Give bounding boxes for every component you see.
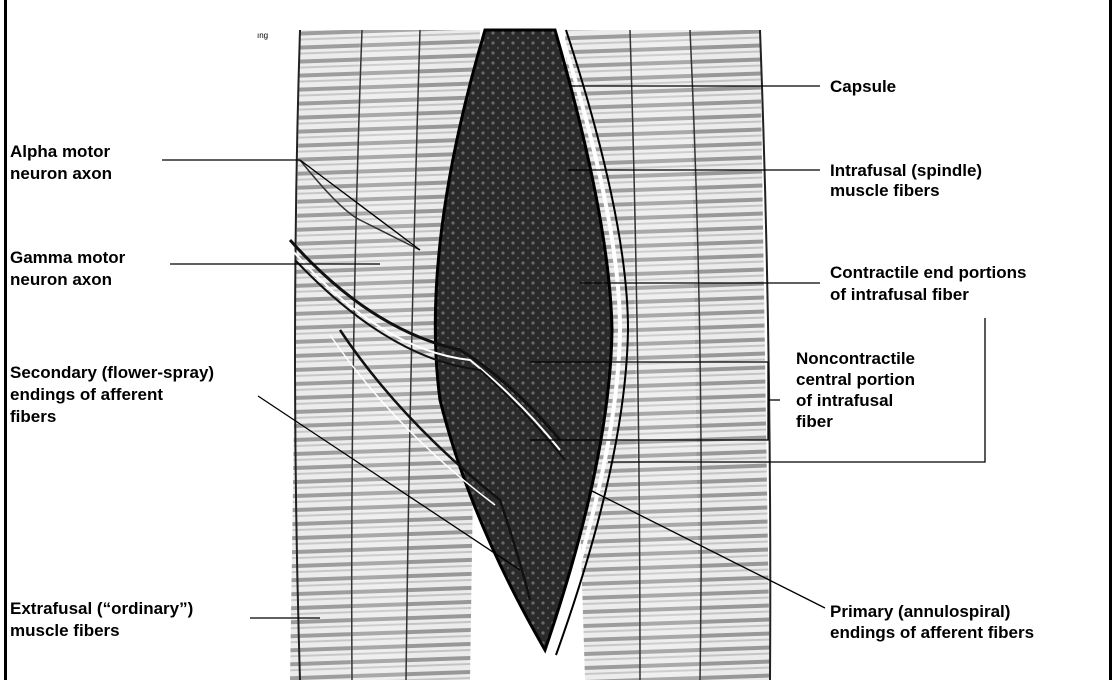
label-alpha-1: Alpha motor — [10, 141, 110, 162]
label-noncontractile-2: central portion — [796, 369, 915, 390]
label-intrafusal-2: muscle fibers — [830, 180, 940, 201]
label-alpha-2: neuron axon — [10, 163, 112, 184]
label-secondary-1: Secondary (flower-spray) — [10, 362, 214, 383]
label-extrafusal-2: muscle fibers — [10, 620, 120, 641]
label-secondary-3: fibers — [10, 406, 56, 427]
label-gamma-2: neuron axon — [10, 269, 112, 290]
label-contractile-1: Contractile end portions — [830, 262, 1026, 283]
partial-top-text: ıng — [257, 31, 268, 40]
label-extrafusal-1: Extrafusal (“ordinary”) — [10, 598, 193, 619]
label-noncontractile-3: of intrafusal — [796, 390, 893, 411]
label-primary-1: Primary (annulospiral) — [830, 601, 1010, 622]
label-contractile-2: of intrafusal fiber — [830, 284, 969, 305]
label-primary-2: endings of afferent fibers — [830, 622, 1034, 643]
label-noncontractile-4: fiber — [796, 411, 833, 432]
label-noncontractile-1: Noncontractile — [796, 348, 915, 369]
label-secondary-2: endings of afferent — [10, 384, 163, 405]
label-gamma-1: Gamma motor — [10, 247, 125, 268]
label-capsule: Capsule — [830, 76, 896, 97]
label-intrafusal-1: Intrafusal (spindle) — [830, 160, 982, 181]
